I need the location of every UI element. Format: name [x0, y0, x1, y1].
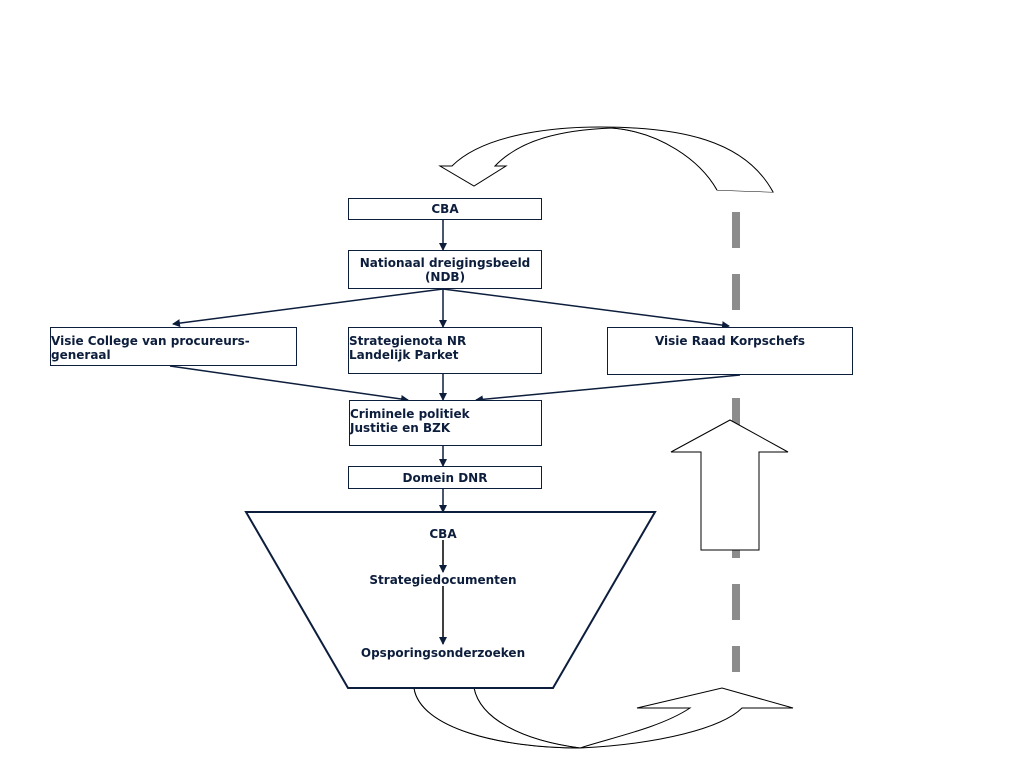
box-domein-dnr: Domein DNR	[348, 466, 542, 489]
bottom-curved-arrow	[413, 687, 794, 749]
box-cba-top: CBA	[348, 198, 542, 220]
funnel-item-cba-text: CBA	[429, 527, 457, 541]
funnel-item-opsporingsonderzoeken: Opsporingsonderzoeken	[333, 646, 553, 660]
box-college-label-line2: generaal	[51, 348, 111, 362]
funnel-item-strategiedocumenten: Strategiedocumenten	[343, 573, 543, 587]
top-curved-arrow	[438, 126, 774, 193]
connector-college-criminele	[169, 365, 409, 403]
box-strategienota: Strategienota NR Landelijk Parket	[348, 327, 542, 374]
box-ndb-label-line2: (NDB)	[424, 269, 466, 284]
box-domein-label: Domein DNR	[402, 470, 488, 485]
funnel-item-strategiedocumenten-text: Strategiedocumenten	[369, 573, 517, 587]
box-strategienota-label-line1: Strategienota NR	[349, 334, 467, 348]
box-criminele-politiek: Criminele politiek Justitie en BZK	[349, 400, 542, 446]
funnel-item-cba: CBA	[403, 527, 483, 541]
box-visie-college: Visie College van procureurs- generaal	[50, 327, 297, 366]
box-raad-label: Visie Raad Korpschefs	[654, 334, 806, 348]
funnel-item-opsporingsonderzoeken-text: Opsporingsonderzoeken	[360, 646, 526, 660]
hollow-up-arrow	[670, 419, 789, 551]
box-visie-raad-korpschefs: Visie Raad Korpschefs	[607, 327, 853, 375]
box-criminele-label-line2: Justitie en BZK	[350, 421, 451, 435]
connector-ndb-college	[172, 288, 444, 328]
box-nationaal-dreigingsbeeld: Nationaal dreigingsbeeld (NDB)	[348, 250, 542, 289]
box-strategienota-label-line2: Landelijk Parket	[349, 348, 459, 362]
box-criminele-label-line1: Criminele politiek	[350, 407, 470, 421]
connector-ndb-raad	[442, 288, 730, 330]
connector-raad-criminele	[475, 374, 741, 404]
box-cba-top-label: CBA	[431, 202, 459, 216]
funnel-shape	[244, 511, 657, 689]
box-ndb-label-line1: Nationaal dreigingsbeeld	[359, 255, 531, 270]
box-college-label-line1: Visie College van procureurs-	[51, 334, 250, 348]
